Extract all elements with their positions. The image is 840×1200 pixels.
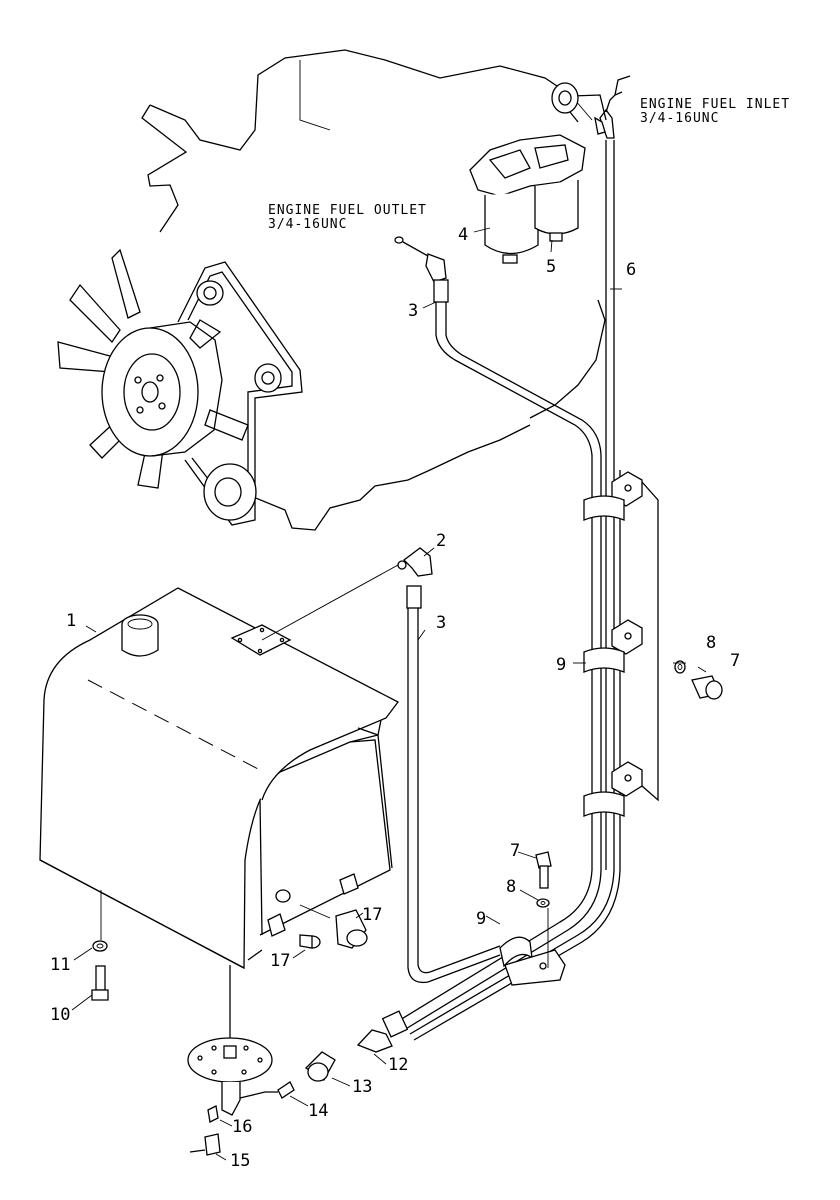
bolt-7-vertical — [535, 851, 552, 889]
clamp-9-upper — [583, 471, 643, 521]
callout-9-middle: 9 — [556, 655, 566, 675]
lifting-eye — [551, 82, 579, 123]
elbow-fitting-2 — [397, 547, 433, 577]
callout-2: 2 — [436, 531, 446, 551]
fuel-tank — [39, 587, 399, 970]
clamp-9-middle — [583, 619, 643, 673]
callout-3-upper: 3 — [408, 301, 418, 321]
callout-4: 4 — [458, 225, 468, 245]
outlet-elbow — [394, 236, 449, 303]
leader-lines — [71, 227, 707, 1161]
fitting-13 — [304, 1051, 336, 1082]
washer-8-side — [674, 660, 686, 674]
callout-13: 13 — [352, 1077, 372, 1097]
callout-1: 1 — [66, 611, 76, 631]
clamp-9-bottom — [499, 936, 566, 986]
callout-8-side: 8 — [706, 633, 716, 653]
fitting-15 — [189, 1133, 221, 1156]
frame-bracket — [641, 481, 659, 802]
callout-9-bottom: 9 — [476, 909, 486, 929]
fuel-line-3-lower — [406, 585, 501, 984]
sender-unit-16 — [187, 965, 278, 1123]
callout-17-left: 17 — [270, 951, 290, 971]
callout-14: 14 — [308, 1101, 328, 1121]
inlet-note-title: ENGINE FUEL INLET — [640, 97, 790, 112]
callout-10: 10 — [50, 1005, 70, 1025]
fuel-line-6 — [599, 75, 631, 470]
engine-fan — [57, 248, 249, 489]
callout-7-side: 7 — [730, 651, 740, 671]
fitting-14 — [277, 1081, 295, 1099]
callout-3-lower: 3 — [436, 613, 446, 633]
clamp-9-lower — [583, 761, 643, 817]
callout-15: 15 — [230, 1151, 250, 1171]
washer-11 — [92, 940, 108, 952]
drain-fitting-17a — [299, 904, 368, 949]
callout-7-vertical: 7 — [510, 841, 520, 861]
fan-belt-pulleys — [177, 261, 303, 526]
callout-8-vertical: 8 — [506, 877, 516, 897]
callout-17-right: 17 — [362, 905, 382, 925]
fuel-filter-assembly — [469, 134, 586, 264]
washer-8-vertical — [536, 898, 550, 908]
bolt-10 — [91, 965, 109, 1001]
return-line — [399, 470, 621, 1041]
filter-inlet-elbow — [594, 116, 606, 135]
callout-11: 11 — [50, 955, 70, 975]
outlet-note-thread: 3/4-16UNC — [268, 217, 347, 232]
callout-5: 5 — [546, 257, 556, 277]
callout-6: 6 — [626, 260, 636, 280]
fitting-12 — [356, 1010, 409, 1053]
callout-12: 12 — [388, 1055, 408, 1075]
callout-16: 16 — [232, 1117, 252, 1137]
fuel-line-3-upper — [435, 302, 602, 478]
bolt-7-side — [691, 675, 723, 700]
outlet-note-title: ENGINE FUEL OUTLET — [268, 203, 427, 218]
inlet-note-thread: 3/4-16UNC — [640, 111, 719, 126]
drain-fitting-17b — [299, 934, 321, 949]
